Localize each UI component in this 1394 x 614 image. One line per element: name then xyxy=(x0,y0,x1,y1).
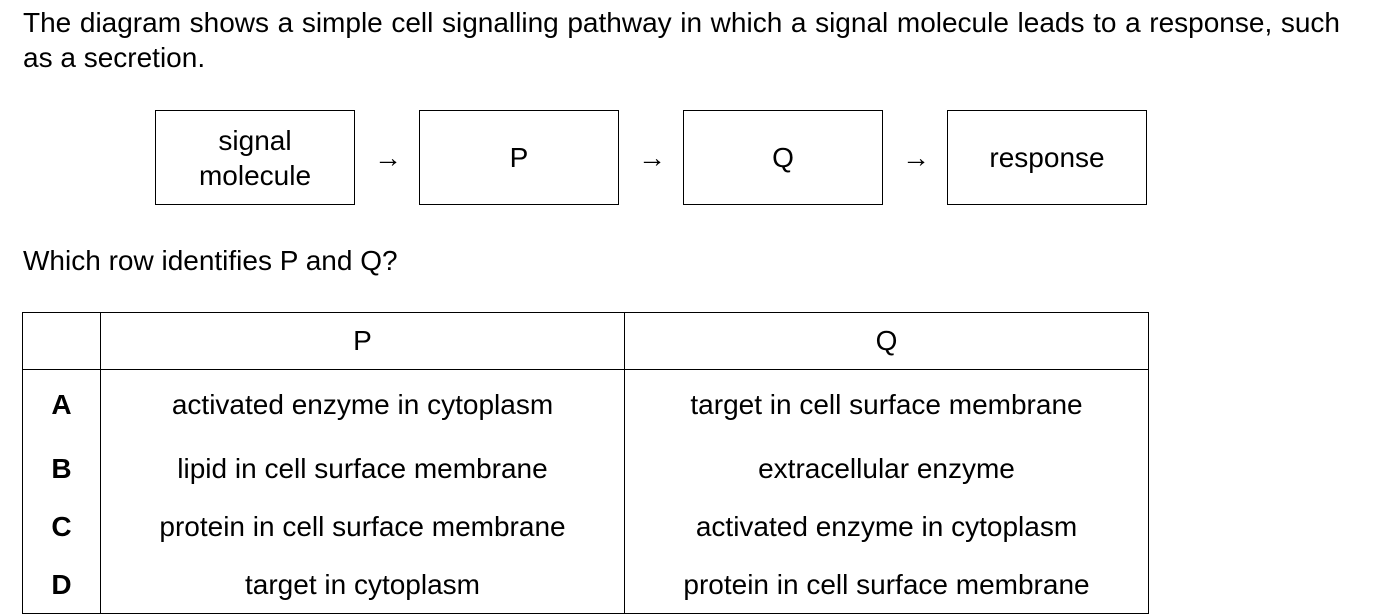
option-q-cell: extracellular enzyme xyxy=(624,440,1149,498)
flow-box-signal-label-line2: molecule xyxy=(198,159,312,191)
header-letter-cell xyxy=(22,312,101,370)
option-letter: A xyxy=(22,369,101,440)
flow-arrow: → xyxy=(902,142,930,173)
flow-box-p: P xyxy=(419,110,619,205)
option-letter: D xyxy=(22,556,101,614)
table-row[interactable]: A activated enzyme in cytoplasm target i… xyxy=(22,369,1149,440)
option-p-cell: lipid in cell surface membrane xyxy=(100,440,625,498)
flow-box-response: response xyxy=(947,110,1147,205)
option-letter: B xyxy=(22,440,101,498)
option-letter: C xyxy=(22,498,101,556)
option-p-cell: activated enzyme in cytoplasm xyxy=(100,369,625,440)
table-row[interactable]: C protein in cell surface membrane activ… xyxy=(22,498,1149,556)
header-p-cell: P xyxy=(100,312,625,370)
flow-box-signal-molecule: signal molecule xyxy=(155,110,355,205)
flow-box-q: Q xyxy=(683,110,883,205)
table-header-row: P Q xyxy=(22,312,1149,370)
option-p-cell: protein in cell surface membrane xyxy=(100,498,625,556)
flow-box-signal-label-line1: signal xyxy=(218,124,292,156)
flow-arrow: → xyxy=(374,142,402,173)
table-row[interactable]: D target in cytoplasm protein in cell su… xyxy=(22,556,1149,614)
flow-box-response-label: response xyxy=(989,142,1105,173)
question-prompt: Which row identifies P and Q? xyxy=(23,245,398,276)
flow-arrow: → xyxy=(638,142,666,173)
table-row[interactable]: B lipid in cell surface membrane extrace… xyxy=(22,440,1149,498)
flow-box-p-label: P xyxy=(509,142,529,173)
answer-table: P Q A activated enzyme in cytoplasm targ… xyxy=(22,312,1149,614)
question-intro: The diagram shows a simple cell signalli… xyxy=(23,7,1340,73)
option-q-cell: protein in cell surface membrane xyxy=(624,556,1149,614)
option-p-cell: target in cytoplasm xyxy=(100,556,625,614)
option-q-cell: target in cell surface membrane xyxy=(624,369,1149,440)
flow-box-q-label: Q xyxy=(772,142,794,173)
header-q-cell: Q xyxy=(624,312,1149,370)
option-q-cell: activated enzyme in cytoplasm xyxy=(624,498,1149,556)
